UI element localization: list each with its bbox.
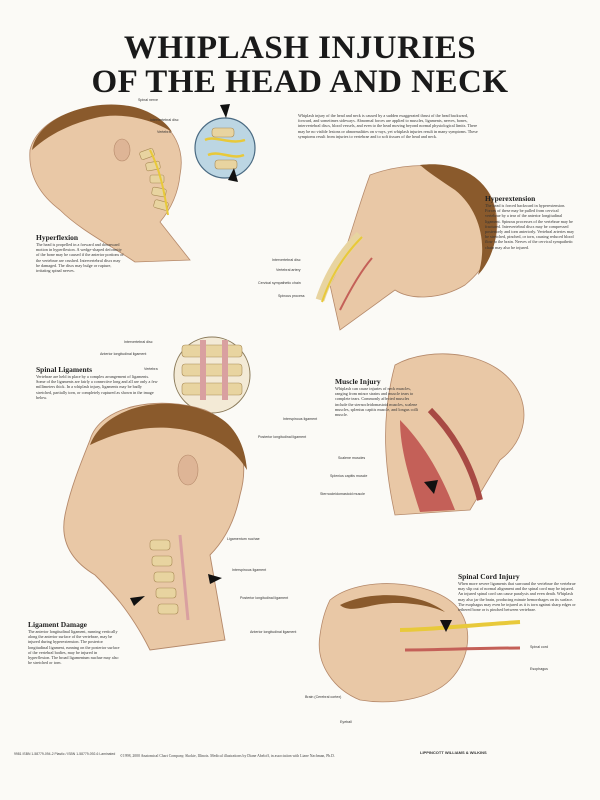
hf-label-1: Intervertebral disc <box>150 118 179 122</box>
ligament-damage-text: The anterior longitudinal ligament, runn… <box>28 629 120 666</box>
ligament-damage-block: Ligament Damage The anterior longitudina… <box>28 620 120 665</box>
muscle-injury-illustration <box>385 353 525 516</box>
hyperextension-text: The head is forced backward in hyperexte… <box>485 203 575 250</box>
he-label-1: Vertebral artery <box>276 268 301 272</box>
sl-label-4: Posterior longitudinal ligament <box>258 435 307 439</box>
spinal-ligaments-inset <box>173 336 251 414</box>
hf-label-2: Vertebra <box>157 130 171 134</box>
spinal-cord-text: When more severe ligaments that surround… <box>458 581 576 613</box>
hf-label-0: Spinal nerve <box>138 98 158 102</box>
sl-label-3: Interspinous ligament <box>283 417 318 421</box>
title-line-2: OF THE HEAD AND NECK <box>91 64 509 100</box>
muscle-injury-heading: Muscle Injury <box>335 377 381 386</box>
sc-label-3: Eyeball <box>340 720 352 724</box>
ld-label-0: Ligamentum nuchae <box>227 537 260 541</box>
hyperflexion-illustration <box>29 104 256 263</box>
ld-label-1: Interspinous ligament <box>232 568 267 572</box>
spinal-ligaments-text: Vertebrae are held in place by a complex… <box>36 374 158 400</box>
mi-label-0: Scalene muscles <box>338 456 366 460</box>
spinal-cord-illustration <box>318 583 521 703</box>
muscle-injury-text: Whiplash can cause injuries of neck musc… <box>335 386 419 418</box>
spinal-cord-heading: Spinal Cord Injury <box>458 572 520 581</box>
product-codes: 9981 ISBN 1-58779-094-2 Plastic / ISBN 1… <box>14 752 116 756</box>
he-label-3: Spinous process <box>278 294 305 298</box>
publisher-logo-text: LIPPINCOTT WILLIAMS & WILKINS <box>420 750 487 755</box>
mi-label-2: Sternocleidomastoid muscle <box>320 492 365 496</box>
sc-label-1: Esophagus <box>530 667 548 671</box>
he-label-0: Intervertebral disc <box>272 258 301 262</box>
muscle-injury-block: Muscle Injury Whiplash can cause injurie… <box>335 377 420 417</box>
copyright-footer: ©1998, 2000 Anatomical Chart Company, Sk… <box>120 754 335 758</box>
ld-label-3: Anterior longitudinal ligament <box>250 630 297 634</box>
spinal-ligaments-heading: Spinal Ligaments <box>36 365 93 374</box>
sc-label-0: Spinal cord <box>530 645 548 649</box>
sl-label-1: Anterior longitudinal ligament <box>100 352 147 356</box>
ligament-damage-heading: Ligament Damage <box>28 620 87 629</box>
ld-label-2: Posterior longitudinal ligament <box>240 596 289 600</box>
sc-label-2: Brain (Cerebral cortex) <box>305 695 342 699</box>
hyperflexion-block: Hyperflexion The head is propelled in a … <box>36 233 124 273</box>
sl-label-0: Intervertebral disc <box>124 340 153 344</box>
spinal-ligaments-block: Spinal Ligaments Vertebrae are held in p… <box>36 365 158 400</box>
hyperflexion-heading: Hyperflexion <box>36 233 79 242</box>
he-label-2: Cervical sympathetic chain <box>258 281 301 285</box>
hyperflexion-text: The head is propelled in a forward and d… <box>36 242 124 274</box>
spinal-cord-block: Spinal Cord Injury When more severe liga… <box>458 572 578 612</box>
hyperextension-heading: Hyperextension <box>485 194 536 203</box>
mi-label-1: Splenius capitis muscle <box>330 474 368 478</box>
title-line-1: WHIPLASH INJURIES <box>123 30 477 66</box>
intro-text: Whiplash injury of the head and neck is … <box>298 113 478 139</box>
sl-label-2: Vertebra <box>144 367 158 371</box>
hyperextension-block: Hyperextension The head is forced backwa… <box>485 194 575 250</box>
ligament-damage-illustration <box>63 402 247 651</box>
hyperextension-illustration <box>315 164 498 331</box>
